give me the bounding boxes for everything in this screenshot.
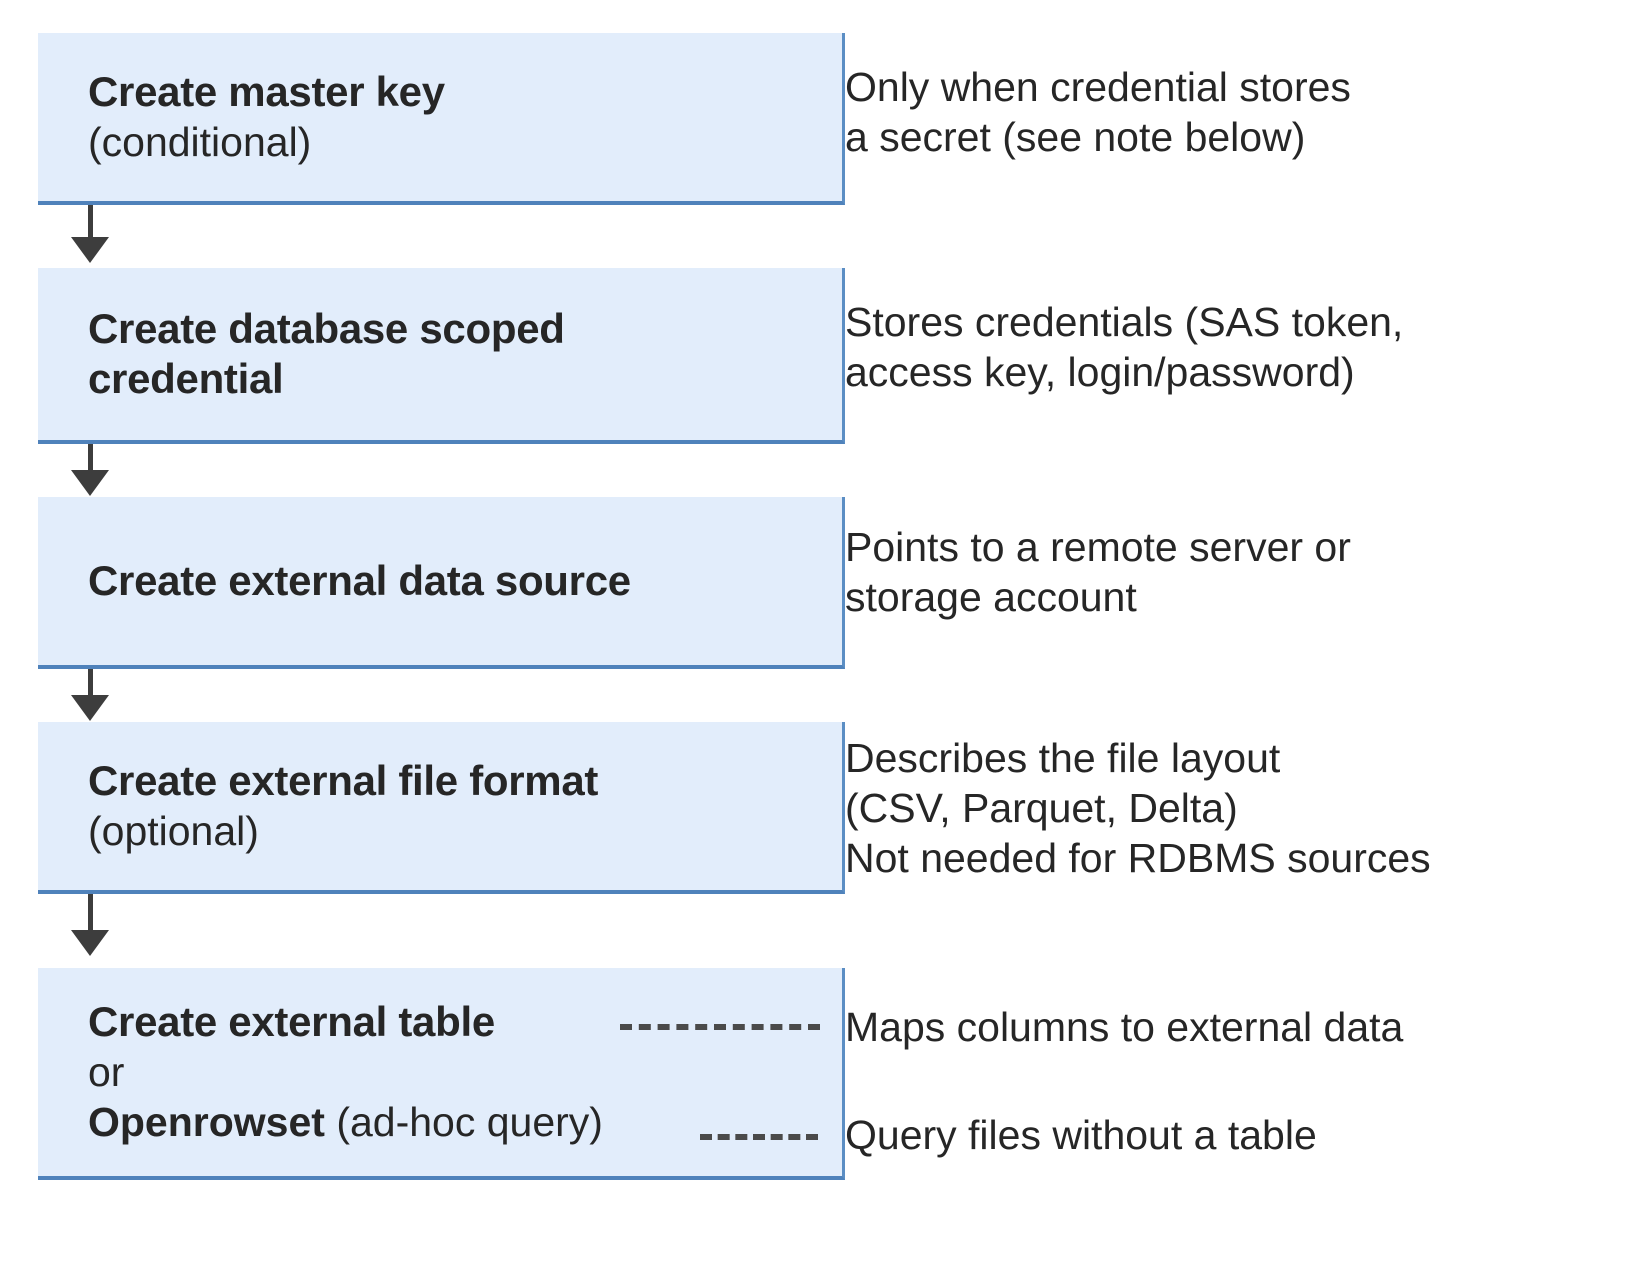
note-create-external-file-format: Describes the file layout (CSV, Parquet,… [845, 733, 1431, 883]
step-box-create-master-key[interactable]: Create master key (conditional) [38, 33, 845, 205]
step-box-create-database-scoped-credential[interactable]: Create database scoped credential [38, 268, 845, 444]
step-box-create-external-file-format[interactable]: Create external file format (optional) [38, 722, 845, 894]
step-openrowset-line: Openrowset (ad-hoc query) [38, 1097, 842, 1147]
step-subtitle: (conditional) [88, 118, 312, 165]
note-create-external-data-source: Points to a remote server or storage acc… [845, 522, 1351, 622]
connector-line-2 [88, 444, 93, 476]
note-line: (CSV, Parquet, Delta) [845, 785, 1238, 832]
step-title: Create master key [88, 68, 445, 116]
connector-line-3 [88, 669, 93, 701]
arrow-head-icon-2 [71, 470, 109, 496]
note-line: Describes the file layout [845, 735, 1281, 781]
step-subtitle: (optional) [88, 807, 259, 854]
note-line: Points to a remote server or [845, 524, 1351, 570]
step-title-line-2: credential [88, 355, 284, 402]
dashed-leader-external-table [620, 1024, 820, 1030]
step-title: Create external data source [88, 557, 631, 605]
step-box-create-external-data-source[interactable]: Create external data source [38, 497, 845, 669]
note-line: storage account [845, 574, 1137, 621]
connector-line-4 [88, 894, 93, 936]
step-openrowset-suffix: (ad-hoc query) [324, 1098, 603, 1145]
note-create-external-table: Maps columns to external data [845, 1002, 1403, 1052]
note-line: access key, login/password) [845, 349, 1355, 396]
note-create-master-key: Only when credential stores a secret (se… [845, 62, 1351, 162]
dashed-leader-openrowset [700, 1134, 818, 1140]
step-or-label: or [88, 1048, 125, 1095]
note-line: Stores credentials (SAS token, [845, 299, 1404, 345]
step-title: Create external file format [88, 757, 599, 805]
step-title-create-external-table: Create external table [88, 998, 495, 1046]
note-line: a secret (see note below) [845, 114, 1306, 161]
step-title-line-1: Create database scoped [88, 305, 565, 353]
step-title-openrowset: Openrowset [88, 1098, 325, 1145]
note-line: Query files without a table [845, 1112, 1317, 1158]
step-box-create-external-table-or-openrowset[interactable]: Create external table or Openrowset (ad-… [38, 968, 845, 1180]
note-create-database-scoped-credential: Stores credentials (SAS token, access ke… [845, 297, 1403, 397]
note-openrowset: Query files without a table [845, 1110, 1317, 1160]
arrow-head-icon-4 [71, 930, 109, 956]
arrow-head-icon-1 [71, 237, 109, 263]
note-line: Only when credential stores [845, 64, 1351, 110]
arrow-head-icon-3 [71, 695, 109, 721]
note-line: Not needed for RDBMS sources [845, 835, 1431, 882]
connector-line-1 [88, 205, 93, 243]
note-line: Maps columns to external data [845, 1004, 1404, 1050]
